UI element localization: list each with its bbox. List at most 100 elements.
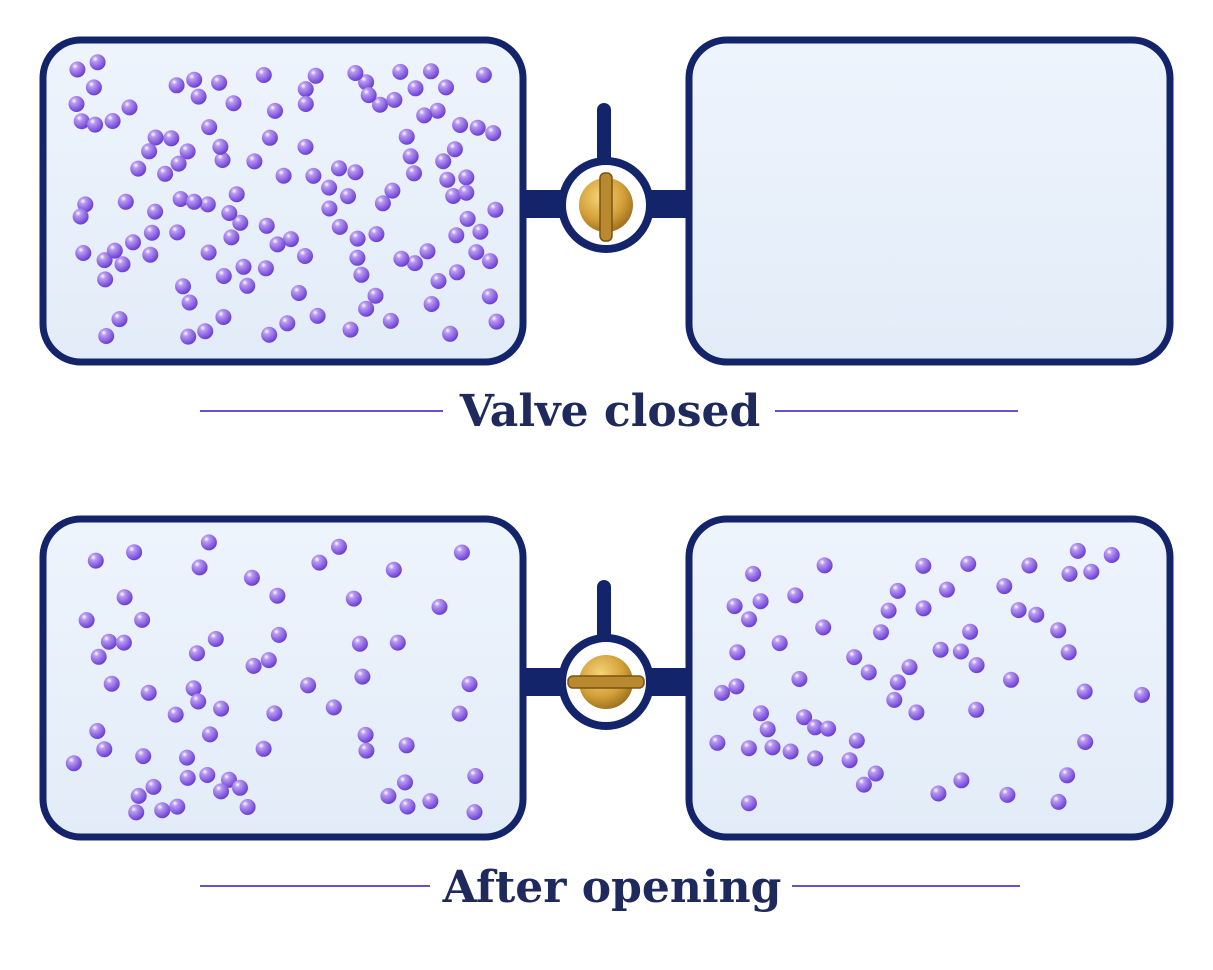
gas-particle [202,726,218,743]
gas-particle [181,294,198,311]
gas-particle [752,593,769,610]
valve-handle-vertical [599,172,613,242]
gas-particle [191,559,208,576]
gas-particle [430,273,447,289]
gas-particle [385,561,402,578]
gas-particle [85,79,102,96]
gas-particle [154,802,171,819]
gas-particle [1061,565,1078,582]
gas-particle [212,138,229,155]
caption-valve-closed: Valve closed [200,386,1018,437]
gas-particle [816,557,833,574]
gas-particle [100,633,117,650]
gas-particle [466,804,483,821]
gas-particle [98,328,115,344]
gas-particle [745,565,762,582]
gas-particle [397,774,413,791]
gas-particle [111,311,128,328]
gas-particle [372,96,388,113]
gas-particle [458,184,475,201]
gas-particle [260,652,277,669]
gas-particle [358,300,375,317]
gas-particle [468,244,485,261]
gas-particle [753,705,769,722]
gas-particle [475,67,492,83]
gas-particle [889,674,906,691]
gas-particle [103,675,120,692]
gas-particle [179,143,196,160]
caption-label: After opening [442,862,782,913]
gas-particle [351,635,368,652]
gas-particle [740,795,757,812]
gas-particle [169,798,186,815]
gas-particle [389,634,406,651]
gas-particle [321,200,338,217]
gas-particle [200,534,217,551]
gas-particle [932,641,949,658]
gas-particle [290,285,307,301]
gas-particle [431,598,448,615]
gas-particle [1050,622,1067,639]
gas-particle [128,804,145,821]
gas-particle [999,786,1016,803]
gas-particle [1003,671,1019,688]
gas-particle [435,153,452,170]
gas-particle [141,143,158,160]
gas-particle [297,81,314,98]
gas-particle [367,287,384,304]
gas-particle [796,709,813,726]
gas-particle [445,188,462,204]
gas-particle [1050,793,1067,810]
gas-particle [215,309,232,325]
valve-assembly [523,580,689,730]
gas-particle [402,148,419,165]
gas-particle [185,680,202,697]
gas-particle [439,171,456,188]
gas-particle [714,684,730,701]
gas-particle [1059,767,1076,784]
gas-particle [331,218,348,235]
gas-particle [305,167,322,184]
gas-particle [114,256,131,273]
gas-particle [215,268,232,284]
gas-particle [406,255,423,272]
gas-particle [354,668,371,685]
gas-particle [73,113,90,130]
gas-particle [297,138,314,155]
gas-particle [269,236,286,253]
gas-particle [69,61,86,78]
gas-particle [255,740,272,757]
gas-particle [438,79,454,96]
gas-particle [901,659,918,676]
gas-particle [307,67,324,84]
gas-particle [255,67,272,83]
gas-particle [448,227,465,244]
gas-particle [787,587,804,604]
gas-particle [345,590,362,607]
gas-particle [325,699,342,716]
gas-particle [392,63,409,80]
gas-particle [179,769,196,786]
gas-particle [223,229,240,246]
gas-particle [952,643,969,660]
gas-particle [282,231,299,248]
gas-particle [142,246,159,263]
gas-particle [908,704,925,721]
gas-particle [930,785,947,802]
gas-particle [147,203,164,220]
gas-particle [1060,644,1077,661]
gas-particle [485,125,502,142]
gas-particle [1083,563,1100,580]
gas-particle [266,705,283,722]
gas-particle [309,307,326,324]
gas-particle [221,771,237,788]
gas-particle [89,54,106,71]
gas-particle [960,555,977,572]
gas-particle [169,224,186,241]
gas-particle [358,74,375,91]
gas-particle [213,700,230,717]
gas-particle [1021,557,1038,574]
gas-particle [349,230,366,247]
particles-left-closed [68,54,505,345]
